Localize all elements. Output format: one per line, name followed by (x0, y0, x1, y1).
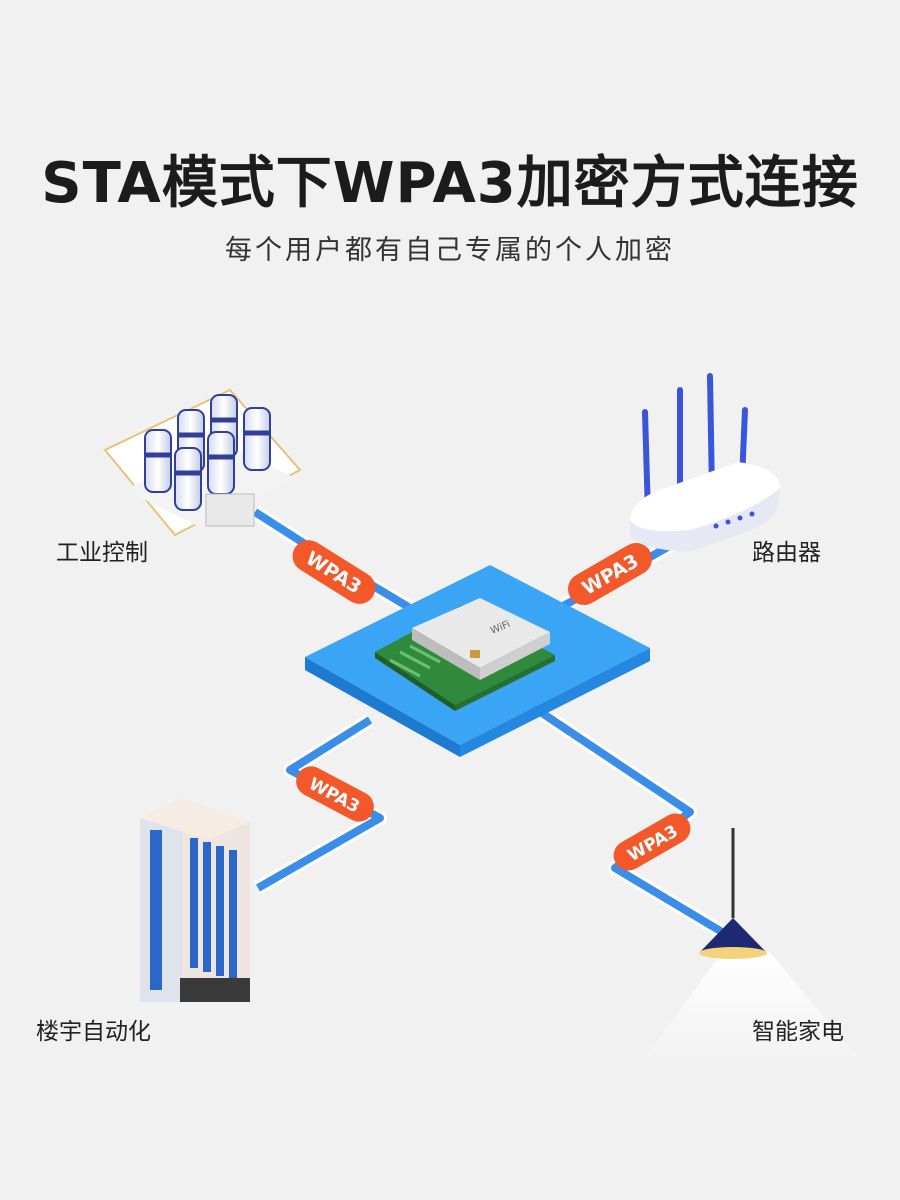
wpa3-badge-industrial: WPA3 (292, 540, 376, 604)
wpa3-badge-smart-home: WPA3 (613, 813, 691, 871)
node-label-smart-home: 智能家电 (752, 1019, 844, 1045)
link-smart-home (526, 699, 726, 939)
wifi-module: WiFi (375, 598, 555, 711)
page-title: STA模式下WPA3加密方式连接 (41, 151, 859, 216)
office-building-icon (140, 798, 250, 1002)
node-label-industrial: 工业控制 (56, 540, 148, 566)
industrial-plant-icon (103, 388, 302, 537)
node-label-router: 路由器 (752, 540, 821, 566)
node-label-building: 楼宇自动化 (36, 1019, 151, 1045)
wpa3-badge-router: WPA3 (568, 543, 652, 605)
page-subtitle: 每个用户都有自己专属的个人加密 (225, 235, 675, 266)
router-icon (630, 373, 780, 552)
pendant-lamp-icon (635, 828, 870, 1072)
wpa3-badge-building: WPA3 (296, 766, 374, 822)
